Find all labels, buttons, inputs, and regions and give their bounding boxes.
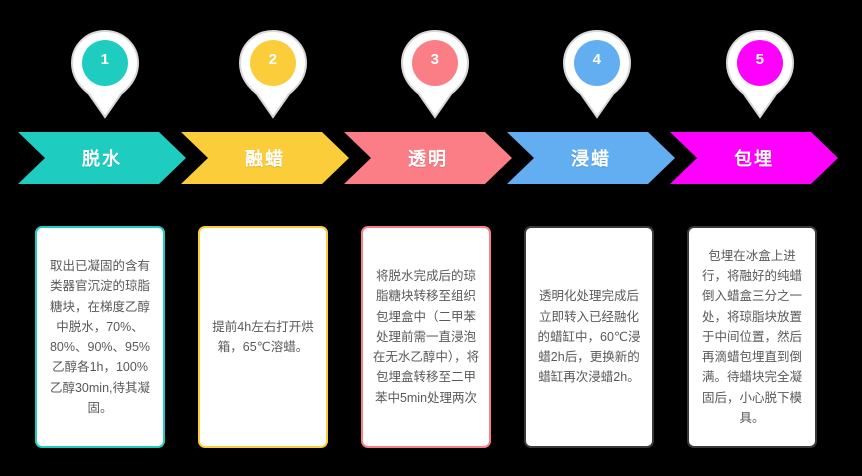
stage-arrow-label: 包埋: [734, 149, 774, 169]
step-detail-text: 包埋在冰盒上进行，将融好的纯蜡倒入蜡盒三分之一处，将琼脂块放置于中间位置，然后再…: [701, 248, 802, 425]
chevron-shape: [344, 132, 512, 184]
step-marker-5[interactable]: 5: [722, 28, 798, 120]
stage-arrow-包埋[interactable]: 包埋: [670, 132, 838, 184]
step-detail-card-row: 取出已凝固的含有类器官沉淀的琼脂糖块，在梯度乙醇中脱水，70%、80%、90%、…: [0, 226, 862, 454]
step-marker-4[interactable]: 4: [559, 28, 635, 120]
stage-arrow-label: 脱水: [82, 149, 122, 169]
step-detail-text: 透明化处理完成后立即转入已经融化的蜡缸中，60℃浸蜡2h后，更换新的蜡缸再次浸蜡…: [537, 289, 641, 385]
chevron-shape: [181, 132, 349, 184]
stage-arrow-脱水[interactable]: 脱水: [18, 132, 186, 184]
stage-arrow-label: 浸蜡: [571, 149, 611, 169]
stage-arrow-banner: 脱水 融蜡 透明 浸蜡 包埋: [0, 132, 862, 184]
step-detail-card-2[interactable]: 提前4h左右打开烘箱，65℃溶蜡。: [198, 226, 328, 448]
stage-arrow-label: 融蜡: [245, 149, 285, 169]
map-pin-icon: [400, 29, 470, 119]
step-detail-text: 取出已凝固的含有类器官沉淀的琼脂糖块，在梯度乙醇中脱水，70%、80%、90%、…: [49, 259, 151, 415]
stage-arrow-透明[interactable]: 透明: [344, 132, 512, 184]
stage-arrow-融蜡[interactable]: 融蜡: [181, 132, 349, 184]
step-marker-row: 1 2 3 4: [0, 28, 862, 120]
step-marker-2[interactable]: 2: [235, 28, 311, 120]
chevron-shape: [670, 132, 838, 184]
map-pin-icon: [562, 29, 632, 119]
step-detail-card-1[interactable]: 取出已凝固的含有类器官沉淀的琼脂糖块，在梯度乙醇中脱水，70%、80%、90%、…: [35, 226, 165, 448]
step-detail-card-4[interactable]: 透明化处理完成后立即转入已经融化的蜡缸中，60℃浸蜡2h后，更换新的蜡缸再次浸蜡…: [524, 226, 654, 448]
step-detail-card-5[interactable]: 包埋在冰盒上进行，将融好的纯蜡倒入蜡盒三分之一处，将琼脂块放置于中间位置，然后再…: [687, 226, 817, 448]
step-detail-card-3[interactable]: 将脱水完成后的琼脂糖块转移至组织包埋盒中（二甲苯处理前需一直浸泡在无水乙醇中），…: [361, 226, 491, 448]
map-pin-icon: [725, 29, 795, 119]
chevron-shape: [507, 132, 675, 184]
step-detail-text: 将脱水完成后的琼脂糖块转移至组织包埋盒中（二甲苯处理前需一直浸泡在无水乙醇中），…: [372, 269, 480, 405]
stage-arrow-label: 透明: [408, 149, 448, 169]
chevron-shape: [18, 132, 186, 184]
map-pin-icon: [70, 29, 140, 119]
stage-arrow-浸蜡[interactable]: 浸蜡: [507, 132, 675, 184]
step-marker-1[interactable]: 1: [67, 28, 143, 120]
map-pin-icon: [238, 29, 308, 119]
step-marker-3[interactable]: 3: [397, 28, 473, 120]
step-detail-text: 提前4h左右打开烘箱，65℃溶蜡。: [212, 319, 314, 354]
